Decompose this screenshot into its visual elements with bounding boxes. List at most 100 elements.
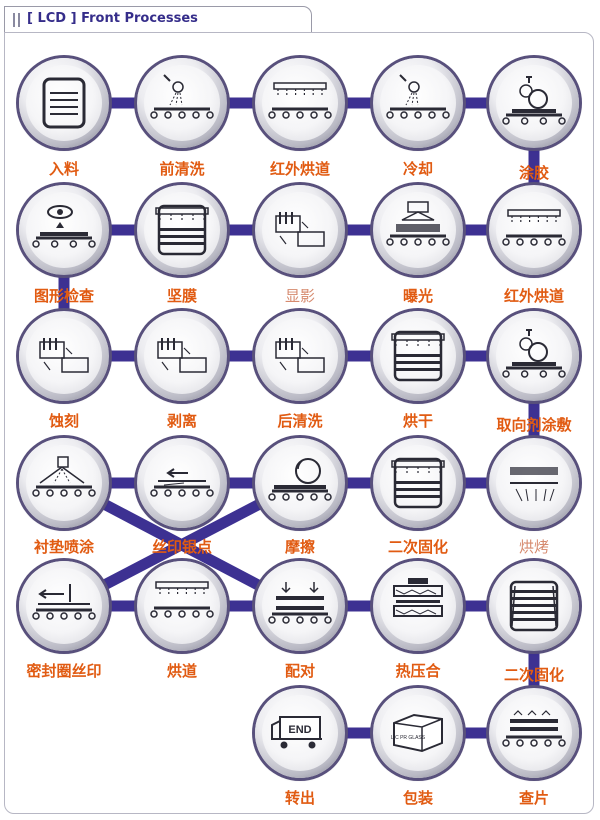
process-step-label: 冷却: [402, 160, 433, 178]
step-icon-frame: LIC PR GLASS: [380, 695, 456, 771]
step-icon-frame: [144, 568, 220, 644]
process-step-3: [255, 58, 345, 148]
strip-icon: [157, 338, 207, 373]
cure-press-icon: [509, 580, 559, 632]
process-step-10: [489, 185, 579, 275]
process-step-label: 热压合: [395, 662, 441, 680]
process-step-label: 入料: [48, 160, 79, 178]
step-icon-frame: [496, 65, 572, 141]
package-icon: LIC PR GLASS: [391, 713, 443, 753]
bake-icon: [510, 467, 558, 502]
process-step-23: [255, 561, 345, 651]
process-step-8: [255, 185, 345, 275]
process-step-label: 密封圈丝印: [26, 662, 102, 680]
step-icon-frame: [380, 445, 456, 521]
step-icon-frame: [380, 65, 456, 141]
step-icon-frame: [262, 445, 338, 521]
step-icon-frame: [144, 445, 220, 521]
process-step-label: 烘干: [402, 412, 433, 430]
svg-text:LIC PR GLASS: LIC PR GLASS: [391, 735, 426, 741]
process-step-17: [137, 438, 227, 528]
step-icon-frame: [144, 65, 220, 141]
process-step-label: 剥离: [166, 412, 197, 430]
step-icon-frame: [496, 695, 572, 771]
process-step-label: 二次固化: [503, 666, 564, 684]
dry-icon: [391, 330, 445, 382]
process-step-label: 烘烤: [518, 538, 549, 556]
roll-coat-icon: [502, 76, 566, 125]
step-icon-frame: [26, 318, 102, 394]
process-step-27: LIC PR GLASS: [373, 688, 463, 778]
process-step-26: END: [255, 688, 345, 778]
silver-print-icon: [150, 468, 214, 497]
rubbing-icon: [268, 458, 332, 501]
assembly-icon: [268, 582, 332, 624]
process-step-label: 摩擦: [284, 538, 315, 556]
process-step-19: [373, 438, 463, 528]
process-step-label: 蚀刻: [48, 412, 79, 430]
title-bars-icon: [13, 13, 22, 27]
infrared-oven-icon: [268, 82, 332, 119]
process-step-label: 丝印银点: [151, 538, 212, 556]
cure-icon: [391, 457, 445, 509]
svg-text:END: END: [288, 724, 311, 736]
sheet-check-icon: [502, 710, 566, 747]
hot-press-icon: [393, 578, 443, 617]
process-step-12: [137, 311, 227, 401]
post-clean-icon: [275, 338, 325, 373]
process-step-label: 衬垫喷涂: [33, 538, 94, 556]
process-step-label: 涂胶: [518, 164, 549, 182]
process-step-22: [137, 561, 227, 651]
step-icon-frame: [26, 445, 102, 521]
spray-clean-icon: [150, 74, 214, 119]
process-step-25: [489, 561, 579, 651]
process-step-label: 转出: [284, 789, 315, 807]
truck-icon: END: [271, 716, 322, 749]
pattern-inspect-icon: [32, 205, 96, 248]
process-step-24: [373, 561, 463, 651]
process-step-11: [19, 311, 109, 401]
step-icon-frame: [262, 65, 338, 141]
step-icon-frame: [496, 568, 572, 644]
process-step-15: [489, 311, 579, 401]
oven-icon: [150, 581, 214, 618]
process-step-label: 烘道: [166, 662, 197, 680]
infrared-oven-icon: [502, 209, 566, 246]
process-step-label: 图形检查: [33, 287, 94, 305]
process-step-4: [373, 58, 463, 148]
exposure-icon: [386, 201, 450, 246]
cooling-icon: [386, 74, 450, 119]
spacer-spray-icon: [32, 456, 96, 497]
process-step-label: 坚膜: [166, 287, 197, 305]
step-icon-frame: [26, 192, 102, 268]
process-step-label: 红外烘道: [503, 287, 564, 305]
process-step-label: 前清洗: [159, 160, 205, 178]
process-step-13: [255, 311, 345, 401]
input-icon: [42, 77, 86, 129]
process-step-label: 二次固化: [387, 538, 448, 556]
step-icon-frame: [26, 568, 102, 644]
roll-coat-icon: [502, 329, 566, 378]
process-step-14: [373, 311, 463, 401]
process-step-28: [489, 688, 579, 778]
process-step-label: 查片: [518, 789, 549, 807]
page-title: [ LCD ] Front Processes: [27, 11, 198, 26]
step-icon-frame: [380, 192, 456, 268]
develop-icon: [275, 212, 325, 247]
section-header-tab: [ LCD ] Front Processes: [4, 6, 312, 33]
step-icon-frame: [496, 445, 572, 521]
etch-icon: [39, 338, 89, 373]
process-step-label: 包装: [402, 789, 433, 807]
step-icon-frame: [380, 568, 456, 644]
process-step-label: 曝光: [402, 287, 433, 305]
step-icon-frame: [496, 192, 572, 268]
process-step-label: 取向剂涂敷: [496, 416, 572, 434]
step-icon-frame: [262, 568, 338, 644]
step-icon-frame: [144, 192, 220, 268]
process-step-label: 配对: [284, 662, 315, 680]
step-icon-frame: END: [262, 695, 338, 771]
process-step-16: [19, 438, 109, 528]
step-icon-frame: [380, 318, 456, 394]
process-step-18: [255, 438, 345, 528]
process-step-label: 显影: [284, 287, 315, 305]
